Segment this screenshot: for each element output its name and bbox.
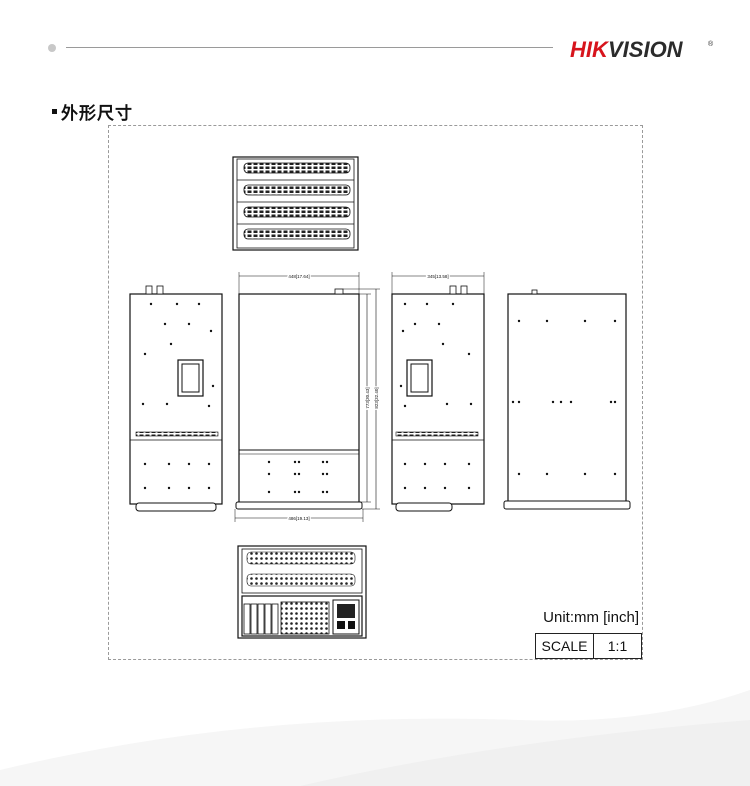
right-side-view: 345[13.58] bbox=[391, 272, 485, 512]
background-wave bbox=[0, 690, 750, 786]
rear-panel-view bbox=[237, 545, 367, 639]
section-bullet-icon bbox=[52, 108, 57, 114]
hikvision-logo: HIK VISION ® bbox=[562, 34, 720, 64]
outer-height-dimension: 823[32.40] bbox=[374, 387, 379, 408]
bottom-width-dimension: 486[19.13] bbox=[288, 516, 309, 521]
logo-hik-text: HIK bbox=[570, 37, 610, 62]
dimension-drawing-frame: 448[17.64] 486[19.13] 773[30.43] 823[32.… bbox=[108, 125, 643, 660]
header-dot bbox=[48, 44, 56, 52]
dimension-drawing: 448[17.64] 486[19.13] 773[30.43] 823[32.… bbox=[129, 156, 631, 639]
logo-vision-text: VISION bbox=[608, 37, 684, 62]
unit-label: Unit:mm [inch] bbox=[543, 609, 639, 626]
scale-value: 1:1 bbox=[607, 638, 628, 654]
scale-box: SCALE 1:1 bbox=[535, 633, 642, 659]
registered-mark: ® bbox=[708, 40, 714, 48]
inner-height-dimension: 773[30.43] bbox=[365, 387, 370, 408]
side-depth-dimension: 345[13.58] bbox=[427, 274, 448, 279]
back-view bbox=[503, 289, 631, 510]
section-heading: 外形尺寸 bbox=[52, 100, 133, 124]
front-view: 448[17.64] 486[19.13] 773[30.43] 823[32.… bbox=[234, 272, 381, 523]
header-rule bbox=[66, 47, 553, 48]
section-title: 外形尺寸 bbox=[61, 103, 133, 124]
page-header: HIK VISION ® bbox=[0, 0, 750, 90]
left-side-view bbox=[129, 285, 223, 512]
top-view bbox=[232, 156, 359, 251]
scale-label: SCALE bbox=[536, 634, 594, 658]
top-width-dimension: 448[17.64] bbox=[288, 274, 309, 279]
